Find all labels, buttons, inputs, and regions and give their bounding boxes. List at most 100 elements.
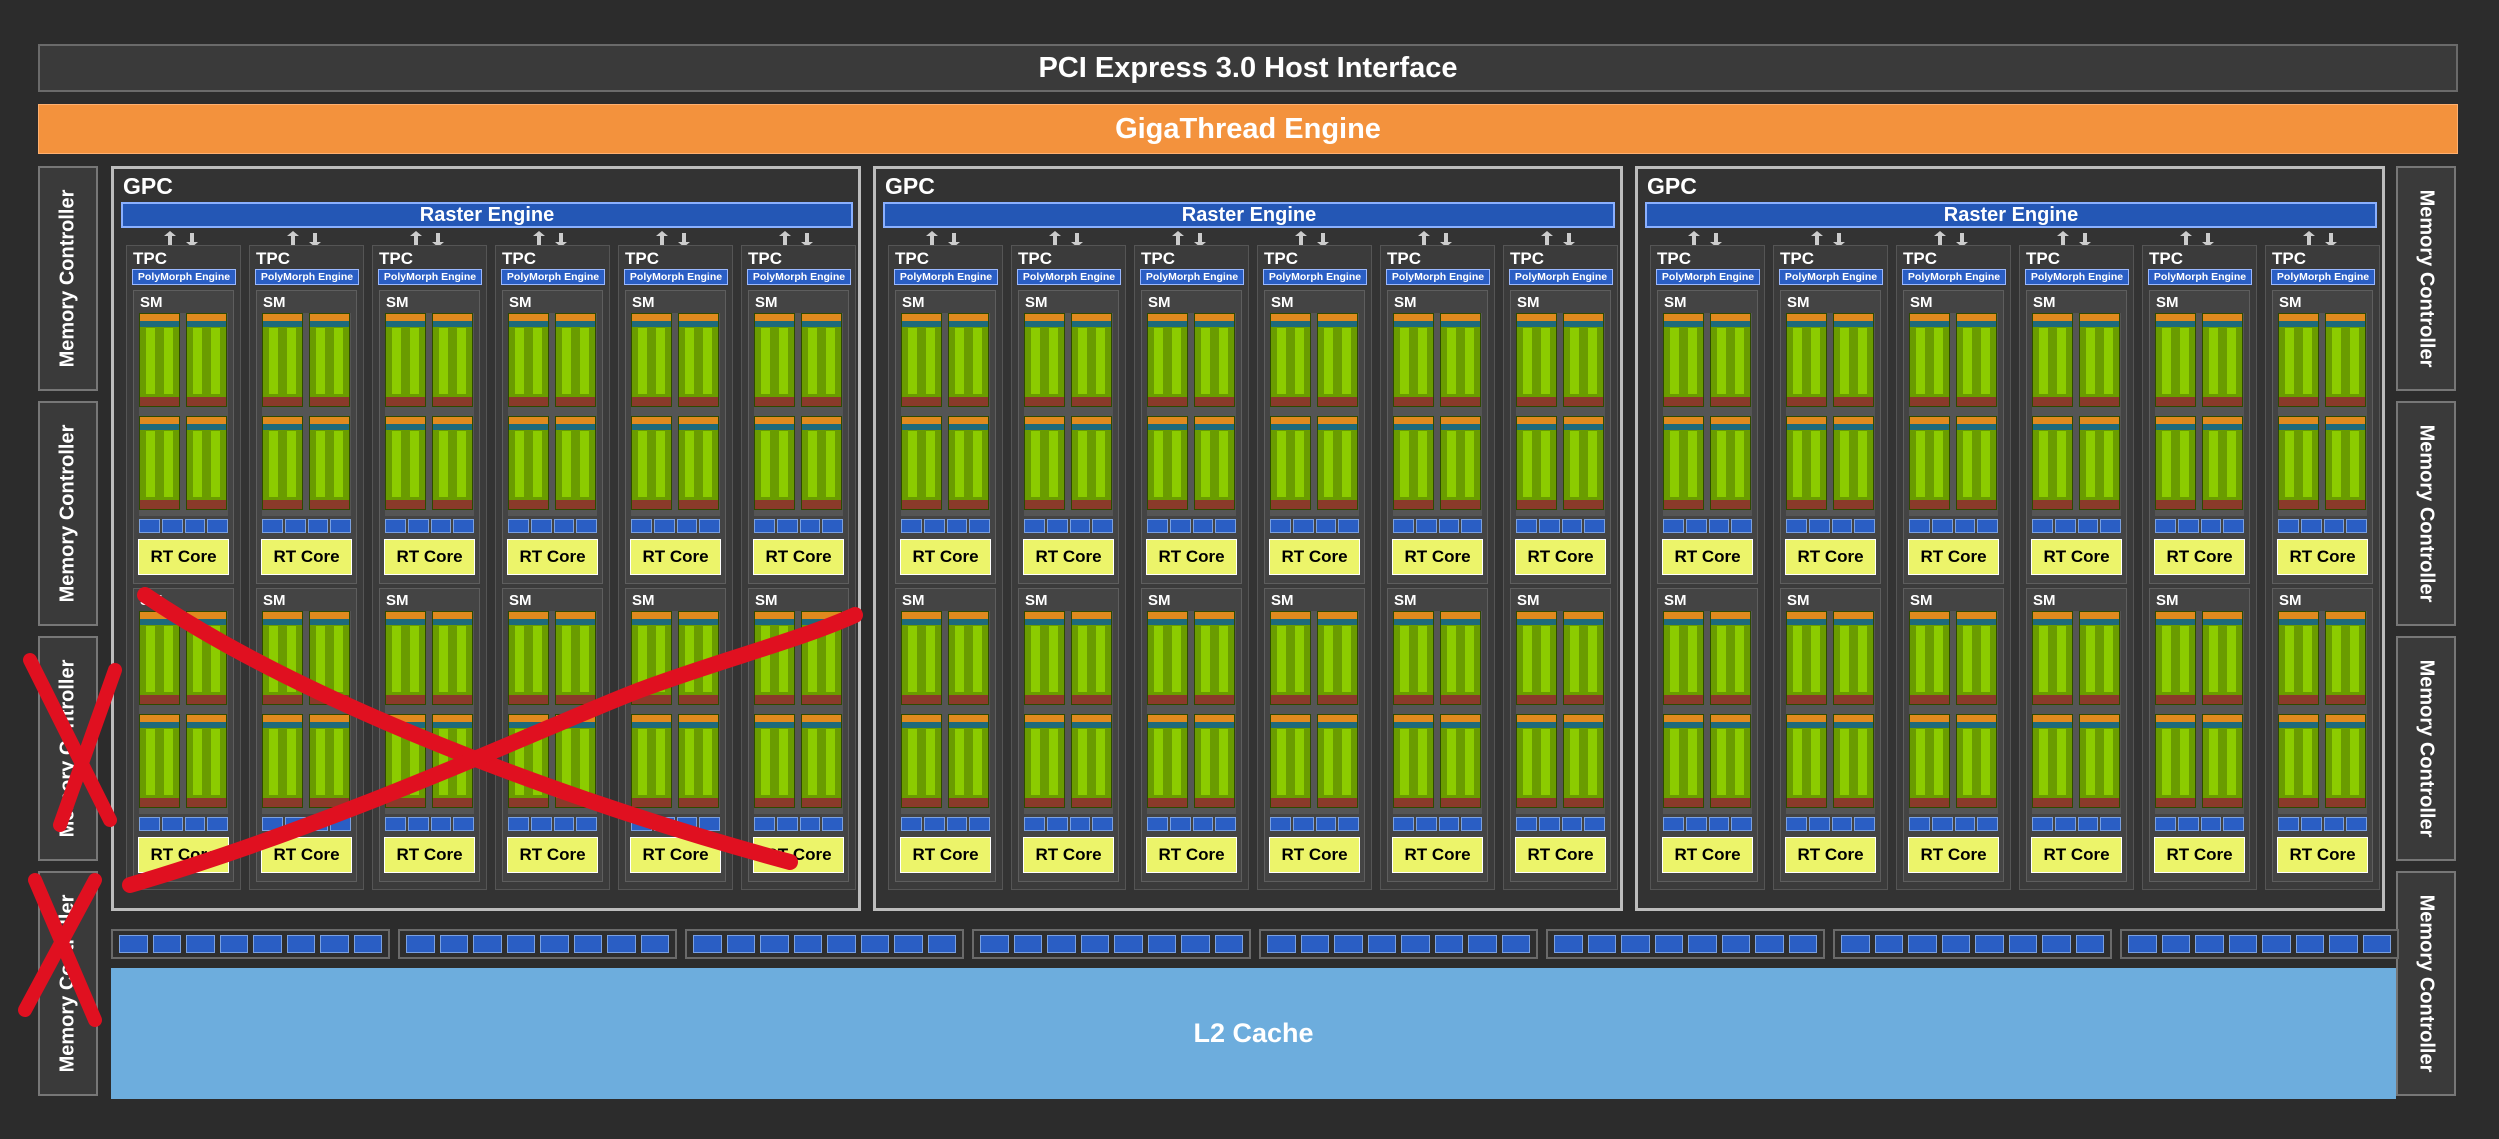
polymorph-engine: PolyMorph Engine bbox=[624, 269, 728, 285]
tensor-cores bbox=[410, 328, 419, 394]
sm-processing-block bbox=[1516, 714, 1557, 808]
tensor-cores bbox=[1934, 626, 1943, 692]
register-file bbox=[679, 619, 718, 625]
register-file bbox=[1148, 424, 1187, 430]
sm-processing-block bbox=[186, 714, 227, 808]
tensor-cores bbox=[1465, 626, 1474, 692]
register-file bbox=[1564, 619, 1603, 625]
sm-processing-block bbox=[1516, 313, 1557, 407]
cuda-cores bbox=[1078, 626, 1087, 692]
updown-arrows-icon bbox=[656, 231, 690, 247]
cuda-cores bbox=[1201, 328, 1210, 394]
tensor-cores bbox=[1735, 431, 1744, 497]
tex-unit bbox=[1663, 817, 1684, 831]
cuda-cores bbox=[193, 328, 202, 394]
tex-unit bbox=[1069, 519, 1091, 533]
tensor-cores bbox=[1219, 328, 1228, 394]
tpc-label: TPC bbox=[379, 249, 413, 268]
tex-unit bbox=[1415, 817, 1437, 831]
register-file bbox=[949, 619, 988, 625]
texture-units bbox=[1393, 817, 1482, 831]
register-file bbox=[1195, 321, 1234, 327]
register-file bbox=[1195, 619, 1234, 625]
register-file bbox=[1787, 321, 1826, 327]
sm-processing-block bbox=[186, 313, 227, 407]
tex-unit bbox=[1977, 519, 1998, 533]
register-file bbox=[1957, 619, 1996, 625]
register-file bbox=[1910, 424, 1949, 430]
tensor-cores bbox=[1588, 729, 1597, 795]
strike-gpc-line-1 bbox=[137, 587, 798, 870]
register-file bbox=[1072, 619, 1111, 625]
tensor-cores bbox=[1342, 626, 1351, 692]
tensor-cores bbox=[1096, 431, 1105, 497]
tex-unit bbox=[1046, 817, 1068, 831]
tensor-cores bbox=[973, 328, 982, 394]
tpc-label: TPC bbox=[1780, 249, 1814, 268]
updown-arrows-icon bbox=[1688, 231, 1722, 247]
rt-core: RT Core bbox=[630, 539, 721, 575]
register-file bbox=[802, 321, 841, 327]
register-file bbox=[263, 619, 302, 625]
register-file bbox=[679, 321, 718, 327]
register-file bbox=[1910, 619, 1949, 625]
register-file bbox=[1271, 619, 1310, 625]
tensor-cores bbox=[1096, 328, 1105, 394]
cuda-cores bbox=[955, 431, 964, 497]
sm-label: SM bbox=[1787, 294, 1810, 311]
register-file bbox=[386, 424, 425, 430]
tex-unit bbox=[969, 519, 990, 533]
cuda-cores bbox=[685, 729, 694, 795]
rt-core: RT Core bbox=[1908, 539, 1999, 575]
rt-core: RT Core bbox=[1146, 837, 1237, 873]
cuda-cores bbox=[146, 431, 155, 497]
tex-unit bbox=[1169, 519, 1191, 533]
sm-processing-block bbox=[262, 714, 303, 808]
sm-processing-block bbox=[1786, 611, 1827, 705]
cuda-cores bbox=[1570, 626, 1579, 692]
tex-unit bbox=[1438, 817, 1460, 831]
updown-arrows-icon bbox=[1934, 231, 1968, 247]
register-file bbox=[1441, 321, 1480, 327]
texture-units bbox=[1516, 817, 1605, 831]
tex-unit bbox=[161, 519, 183, 533]
tex-unit bbox=[631, 519, 652, 533]
sm-processing-block bbox=[948, 313, 989, 407]
register-file bbox=[509, 321, 548, 327]
sm-processing-block bbox=[1024, 611, 1065, 705]
register-file bbox=[632, 424, 671, 430]
register-file bbox=[1148, 321, 1187, 327]
cuda-cores bbox=[908, 729, 917, 795]
arrow-icon bbox=[164, 231, 198, 247]
sm-label: SM bbox=[1271, 592, 1294, 609]
texture-units bbox=[1393, 519, 1482, 533]
register-file bbox=[263, 722, 302, 728]
sm-processing-block bbox=[1786, 313, 1827, 407]
register-file bbox=[509, 619, 548, 625]
raster-engine: Raster Engine bbox=[121, 202, 853, 228]
sm-partitions bbox=[1147, 611, 1236, 814]
tensor-cores bbox=[1418, 729, 1427, 795]
tex-unit bbox=[1561, 519, 1583, 533]
tensor-cores bbox=[1295, 729, 1304, 795]
rt-core: RT Core bbox=[1269, 539, 1360, 575]
register-file bbox=[1910, 321, 1949, 327]
sm-label: SM bbox=[1025, 294, 1048, 311]
tensor-cores bbox=[457, 328, 466, 394]
tensor-cores bbox=[779, 431, 788, 497]
sm-processing-block bbox=[1710, 313, 1751, 407]
cuda-cores bbox=[193, 431, 202, 497]
register-file bbox=[1394, 424, 1433, 430]
sm-processing-block bbox=[1194, 611, 1235, 705]
texture-units bbox=[1147, 519, 1236, 533]
tensor-cores bbox=[1172, 626, 1181, 692]
tensor-cores bbox=[1735, 626, 1744, 692]
register-file bbox=[140, 619, 179, 625]
cuda-cores bbox=[1078, 431, 1087, 497]
